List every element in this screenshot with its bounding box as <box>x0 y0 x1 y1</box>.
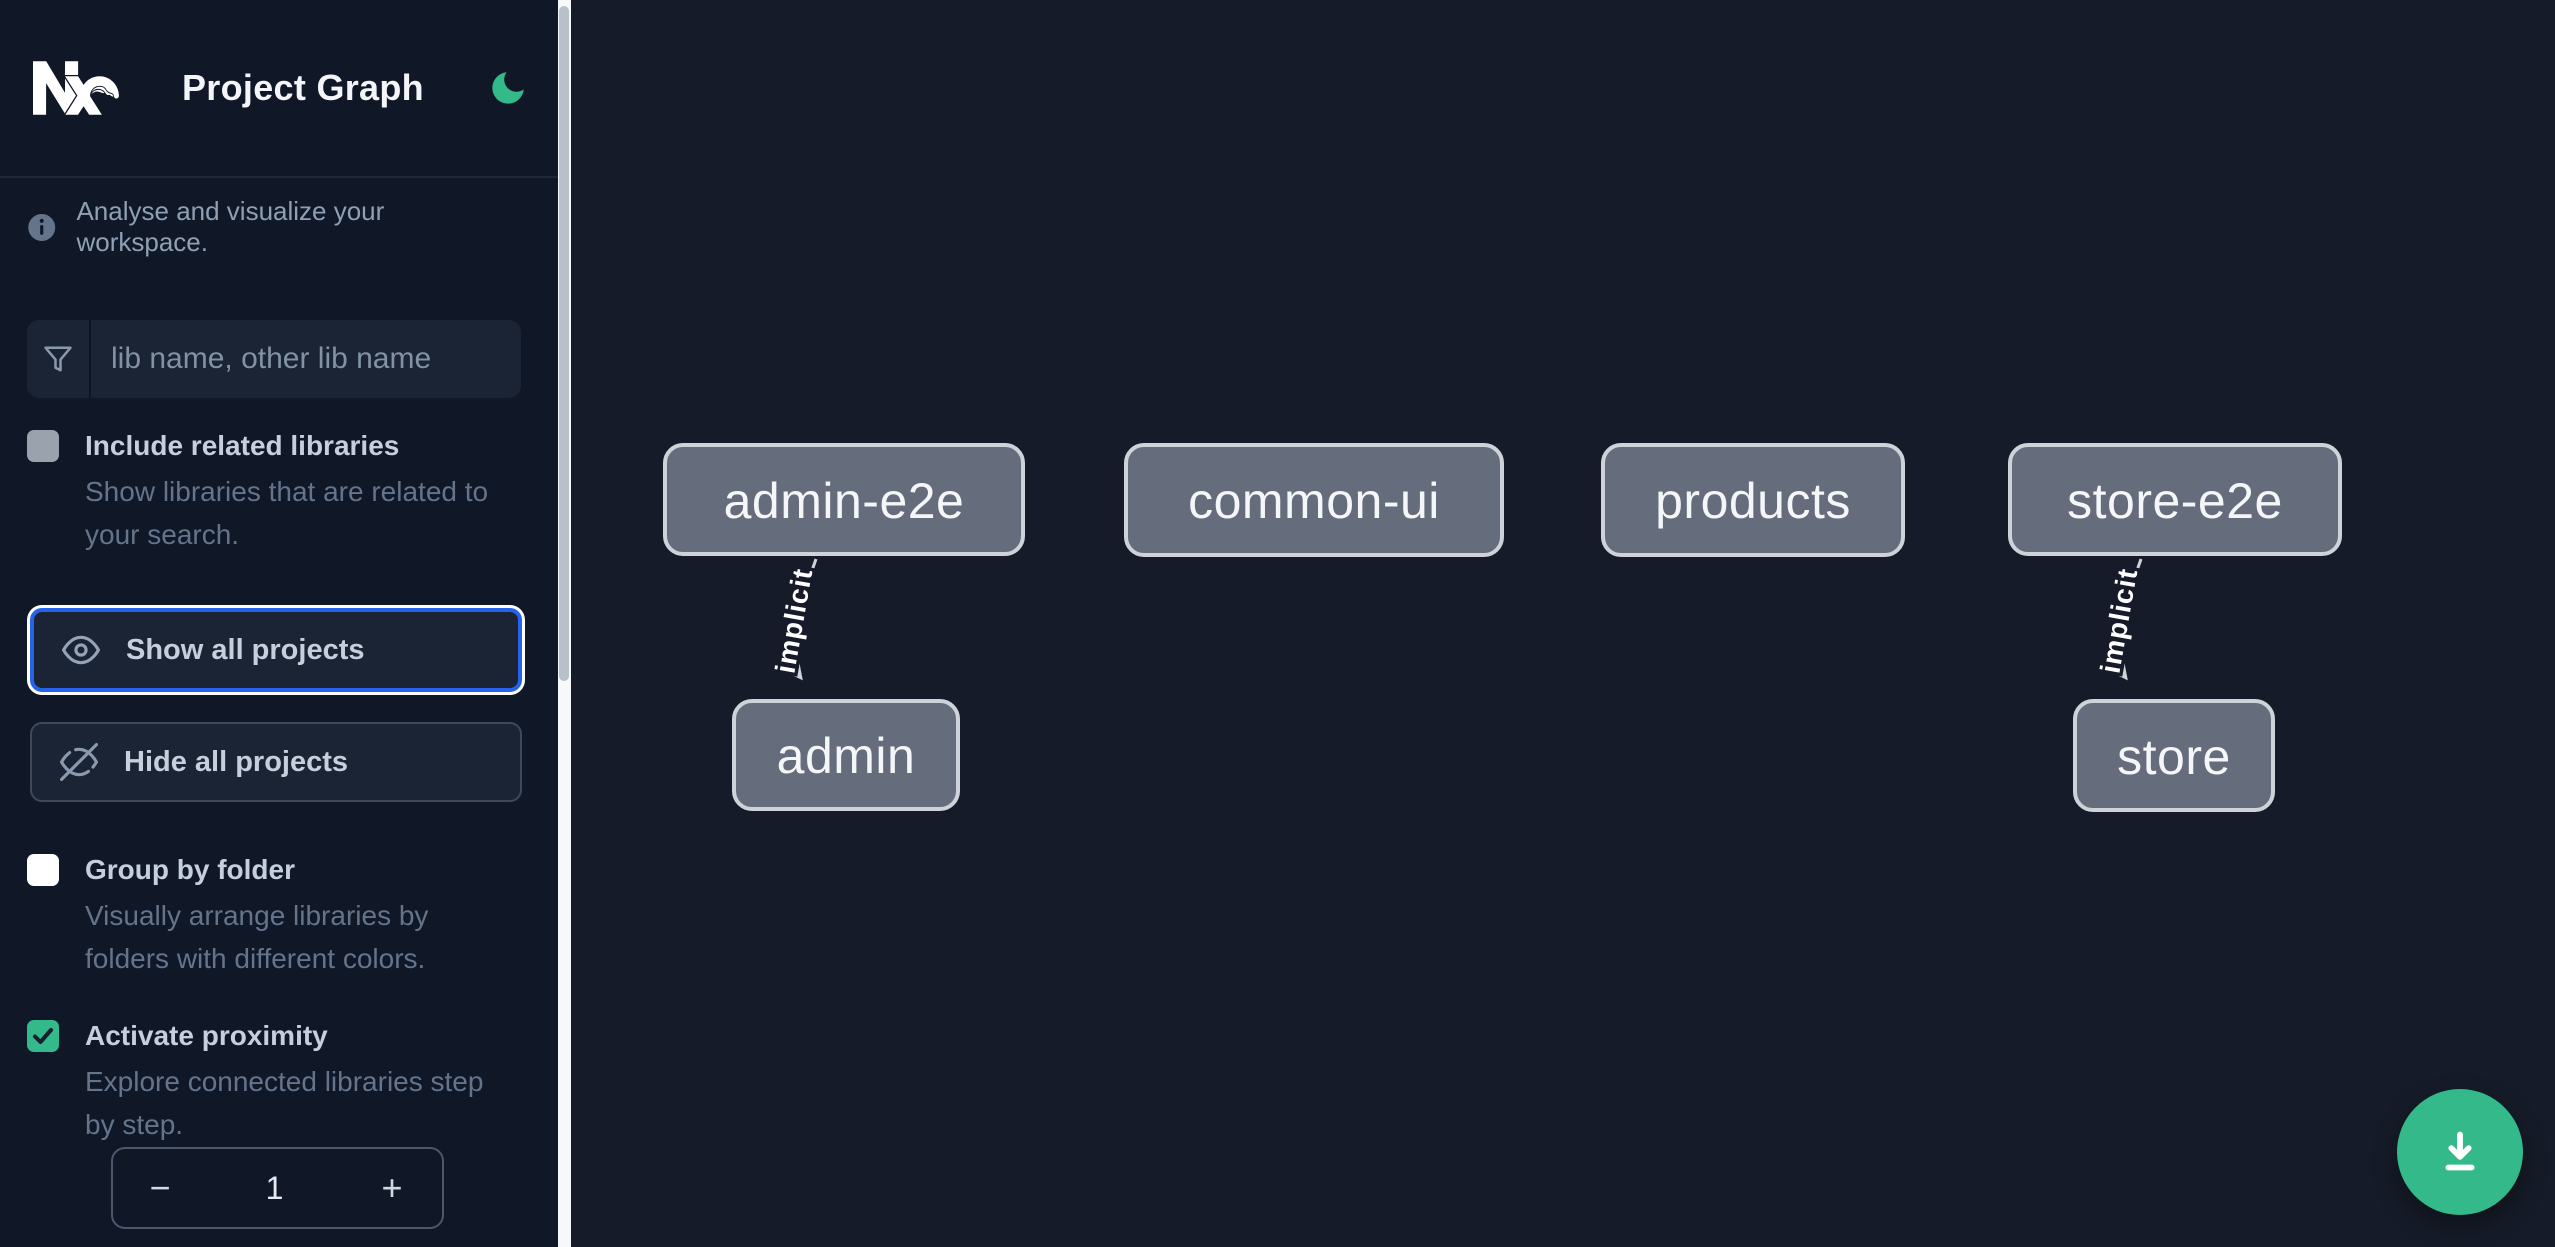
sidebar-scrollbar-track[interactable] <box>558 0 571 1247</box>
option-label[interactable]: Activate proximity <box>85 1020 328 1051</box>
option-group-by-folder: Group by folder Visually arrange librari… <box>27 852 531 980</box>
check-icon <box>33 1028 53 1044</box>
eye-icon <box>62 635 100 665</box>
workspace-tagline: Analyse and visualize your workspace. <box>76 196 385 257</box>
decrement-button[interactable]: − <box>113 1149 207 1227</box>
search-input[interactable] <box>91 320 521 398</box>
download-graph-button[interactable] <box>2397 1089 2523 1215</box>
option-activate-proximity: Activate proximity Explore connected lib… <box>27 1018 531 1146</box>
sidebar-header: Project Graph <box>0 0 571 178</box>
edge-admin-e2e-to-admin <box>775 558 818 681</box>
proximity-depth-value: 1 <box>265 1169 284 1206</box>
show-all-projects-button[interactable]: Show all projects <box>30 608 522 692</box>
graph-node-store[interactable]: store <box>2073 699 2275 812</box>
option-include-related-libraries: Include related libraries Show libraries… <box>27 428 531 556</box>
graph-node-admin-e2e[interactable]: admin-e2e <box>663 443 1025 556</box>
page-title: Project Graph <box>182 67 424 108</box>
hide-all-projects-button[interactable]: Hide all projects <box>30 722 522 802</box>
filter-funnel-icon <box>27 320 91 398</box>
show-all-projects-label: Show all projects <box>126 633 365 666</box>
graph-node-products[interactable]: products <box>1601 443 1905 557</box>
theme-toggle-button[interactable] <box>484 64 532 112</box>
edge-label-implicit: implicit <box>769 566 818 676</box>
option-description: Visually arrange libraries by folders wi… <box>85 900 429 974</box>
download-icon <box>2445 1131 2475 1171</box>
include-related-checkbox[interactable] <box>27 430 59 462</box>
increment-button[interactable]: + <box>342 1149 442 1227</box>
option-description: Explore connected libraries step by step… <box>85 1066 484 1140</box>
sidebar: Project Graph Analyse and visualize your… <box>0 0 571 1247</box>
hide-all-projects-label: Hide all projects <box>124 745 349 778</box>
graph-node-admin[interactable]: admin <box>732 699 960 811</box>
option-description: Show libraries that are related to your … <box>85 476 489 550</box>
moon-icon <box>492 72 524 104</box>
group-by-folder-checkbox[interactable] <box>27 854 59 886</box>
search-box <box>27 320 521 398</box>
graph-node-common-ui[interactable]: common-ui <box>1124 443 1504 557</box>
workspace-tagline-row: Analyse and visualize your workspace. <box>27 196 501 258</box>
graph-node-store-e2e[interactable]: store-e2e <box>2008 443 2342 556</box>
edge-label-implicit: implicit <box>2094 566 2143 676</box>
eye-off-icon <box>60 743 98 781</box>
activate-proximity-checkbox[interactable] <box>27 1020 59 1052</box>
edge-store-e2e-to-store <box>2100 558 2143 681</box>
proximity-depth-stepper: − 1 + <box>111 1147 444 1229</box>
sidebar-scrollbar-thumb[interactable] <box>559 6 569 681</box>
option-label[interactable]: Group by folder <box>85 854 295 885</box>
info-icon <box>28 213 56 241</box>
option-label[interactable]: Include related libraries <box>85 430 400 461</box>
nx-logo-icon <box>33 61 119 115</box>
